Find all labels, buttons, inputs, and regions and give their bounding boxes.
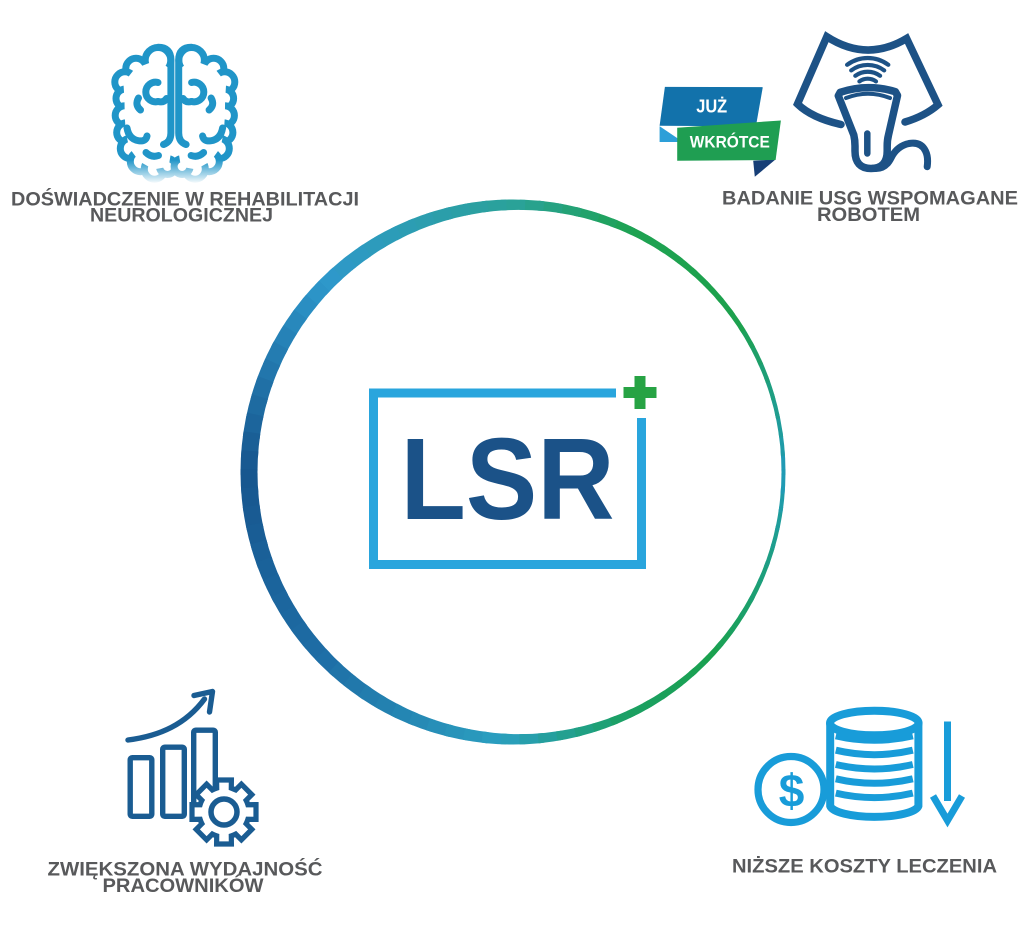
svg-text:ROBOTEM: ROBOTEM [817,205,920,226]
svg-text:BADANIE USG WSPOMAGANE: BADANIE USG WSPOMAGANE [722,189,1018,210]
svg-text:ZWIĘKSZONA WYDAJNOŚĆ: ZWIĘKSZONA WYDAJNOŚĆ [48,859,323,881]
svg-text:LSR: LSR [401,414,615,544]
svg-text:JUŻ: JUŻ [696,95,727,116]
svg-text:$: $ [779,765,805,817]
svg-text:NIŻSZE KOSZTY LECZENIA: NIŻSZE KOSZTY LECZENIA [732,857,997,878]
svg-text:PRACOWNIKÓW: PRACOWNIKÓW [103,875,265,897]
svg-text:DOŚWIADCZENIE W REHABILITACJI: DOŚWIADCZENIE W REHABILITACJI [11,189,359,211]
svg-text:NEUROLOGICZNEJ: NEUROLOGICZNEJ [90,206,273,227]
svg-text:WKRÓTCE: WKRÓTCE [690,133,770,152]
